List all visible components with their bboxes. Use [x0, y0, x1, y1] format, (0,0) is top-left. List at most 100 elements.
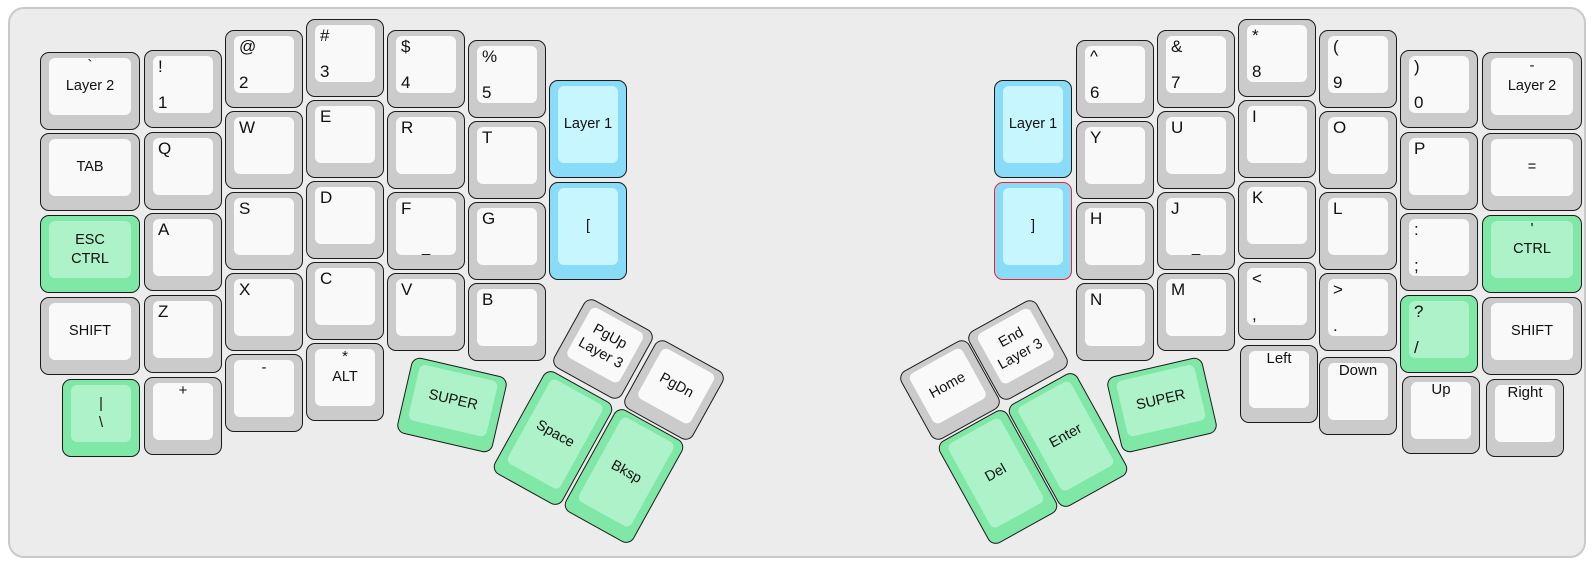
key-pipe-backslash[interactable]: |\: [62, 379, 140, 457]
key-2[interactable]: @2: [225, 30, 303, 108]
key-h[interactable]: H: [1076, 202, 1154, 280]
key-q[interactable]: Q: [144, 132, 222, 210]
key-label-center: SHIFT: [49, 303, 131, 360]
key-label-line: Del: [982, 460, 1010, 485]
key-quote-ctrl[interactable]: 'CTRL: [1482, 215, 1582, 293]
key-7[interactable]: &7: [1157, 30, 1235, 108]
keycap-top-surface: SHIFT: [1491, 303, 1573, 360]
key-minus-left[interactable]: -: [225, 354, 303, 432]
key-i[interactable]: I: [1238, 100, 1316, 178]
key-t[interactable]: T: [468, 121, 546, 199]
key-j[interactable]: J_: [1157, 192, 1235, 270]
key-label-shifted: Q: [158, 139, 172, 158]
key-layer1-left[interactable]: Layer 1: [549, 80, 627, 178]
key-label-line: [: [585, 218, 591, 235]
key-n[interactable]: N: [1076, 283, 1154, 361]
key-label-line: SHIFT: [1511, 323, 1553, 340]
key-label-top-center: -: [1529, 57, 1535, 74]
keycap-top-surface: Layer 1: [1003, 86, 1063, 163]
key-3[interactable]: #3: [306, 19, 384, 97]
key-super-right[interactable]: SUPER: [1105, 355, 1219, 455]
key-equals[interactable]: =: [1482, 133, 1582, 211]
key-o[interactable]: O: [1319, 111, 1397, 189]
key-slash[interactable]: ?/: [1400, 295, 1478, 373]
key-w[interactable]: W: [225, 111, 303, 189]
key-label-line: TAB: [76, 159, 104, 176]
key-9[interactable]: (9: [1319, 30, 1397, 108]
key-p[interactable]: P: [1400, 132, 1478, 210]
key-label-base: 7: [1171, 73, 1181, 92]
key-label-shifted: #: [320, 26, 330, 45]
key-k[interactable]: K: [1238, 181, 1316, 259]
key-label-shifted: U: [1171, 118, 1184, 137]
keycap-top-surface: M: [1166, 279, 1226, 336]
key-z[interactable]: Z: [144, 295, 222, 373]
key-d[interactable]: D: [306, 181, 384, 259]
key-v[interactable]: V: [387, 273, 465, 351]
keycap-top-surface: Home: [907, 346, 988, 426]
key-b[interactable]: B: [468, 283, 546, 361]
key-star-alt[interactable]: *ALT: [306, 343, 384, 421]
key-label-shifted: O: [1333, 118, 1347, 137]
key-period[interactable]: >.: [1319, 273, 1397, 351]
key-label-base: 4: [401, 73, 411, 92]
key-a[interactable]: A: [144, 213, 222, 291]
keycap-top-surface: :;: [1409, 219, 1469, 276]
key-left-arrow[interactable]: Left: [1240, 345, 1318, 423]
key-label-base: 5: [482, 83, 492, 102]
key-label-center: PgDn: [636, 347, 716, 426]
key-m[interactable]: M: [1157, 273, 1235, 351]
key-1[interactable]: !1: [144, 50, 222, 128]
key-0[interactable]: )0: [1400, 50, 1478, 128]
homing-bar: _: [421, 239, 431, 256]
key-super-left[interactable]: SUPER: [395, 355, 509, 455]
key-f[interactable]: F_: [387, 192, 465, 270]
key-label-base: /: [1414, 338, 1419, 357]
key-r[interactable]: R: [387, 111, 465, 189]
keycap-top-surface: H: [1085, 208, 1145, 265]
keycap-top-surface: |\: [71, 385, 131, 442]
key-l[interactable]: L: [1319, 192, 1397, 270]
key-label-shifted: K: [1252, 188, 1264, 207]
key-up-arrow[interactable]: Up: [1402, 376, 1480, 454]
key-g[interactable]: G: [468, 202, 546, 280]
key-lbracket[interactable]: [: [549, 182, 627, 280]
keycap-top-surface: ]: [1003, 188, 1063, 265]
key-label-line: Layer 2: [65, 78, 115, 95]
key-label-shifted: H: [1090, 209, 1103, 228]
key-c[interactable]: C: [306, 262, 384, 340]
key-comma[interactable]: <,: [1238, 262, 1316, 340]
key-label-shifted: !: [158, 57, 163, 76]
key-6[interactable]: ^6: [1076, 40, 1154, 118]
key-right-arrow[interactable]: Right: [1486, 379, 1564, 457]
key-tab[interactable]: TAB: [40, 133, 140, 211]
key-label-shifted: >: [1333, 280, 1343, 299]
key-5[interactable]: %5: [468, 40, 546, 118]
key-u[interactable]: U: [1157, 111, 1235, 189]
key-e[interactable]: E: [306, 100, 384, 178]
keycap-top-surface: F_: [396, 198, 456, 256]
key-y[interactable]: Y: [1076, 121, 1154, 199]
key-x[interactable]: X: [225, 273, 303, 351]
key-plus[interactable]: +: [144, 377, 222, 455]
keycap-top-surface: L: [1328, 198, 1388, 255]
key-semicolon[interactable]: :;: [1400, 213, 1478, 291]
key-label-shifted: E: [320, 107, 332, 126]
key-label-shifted: ): [1414, 57, 1420, 76]
key-shift-right[interactable]: SHIFT: [1482, 297, 1582, 375]
keycap-top-surface: C: [315, 268, 375, 325]
key-label-line: SUPER: [426, 386, 480, 414]
key-layer1-right[interactable]: Layer 1: [994, 80, 1072, 178]
key-backtick-layer2[interactable]: `Layer 2: [40, 52, 140, 130]
key-rbracket[interactable]: ]: [994, 182, 1072, 280]
key-label-shifted: D: [320, 188, 333, 207]
key-s[interactable]: S: [225, 192, 303, 270]
key-down-arrow[interactable]: Down: [1319, 357, 1397, 435]
key-minus-layer2[interactable]: -Layer 2: [1482, 52, 1582, 130]
key-8[interactable]: *8: [1238, 19, 1316, 97]
key-shift-left[interactable]: SHIFT: [40, 297, 140, 375]
keycap-top-surface: T: [477, 127, 537, 184]
key-4[interactable]: $4: [387, 30, 465, 108]
